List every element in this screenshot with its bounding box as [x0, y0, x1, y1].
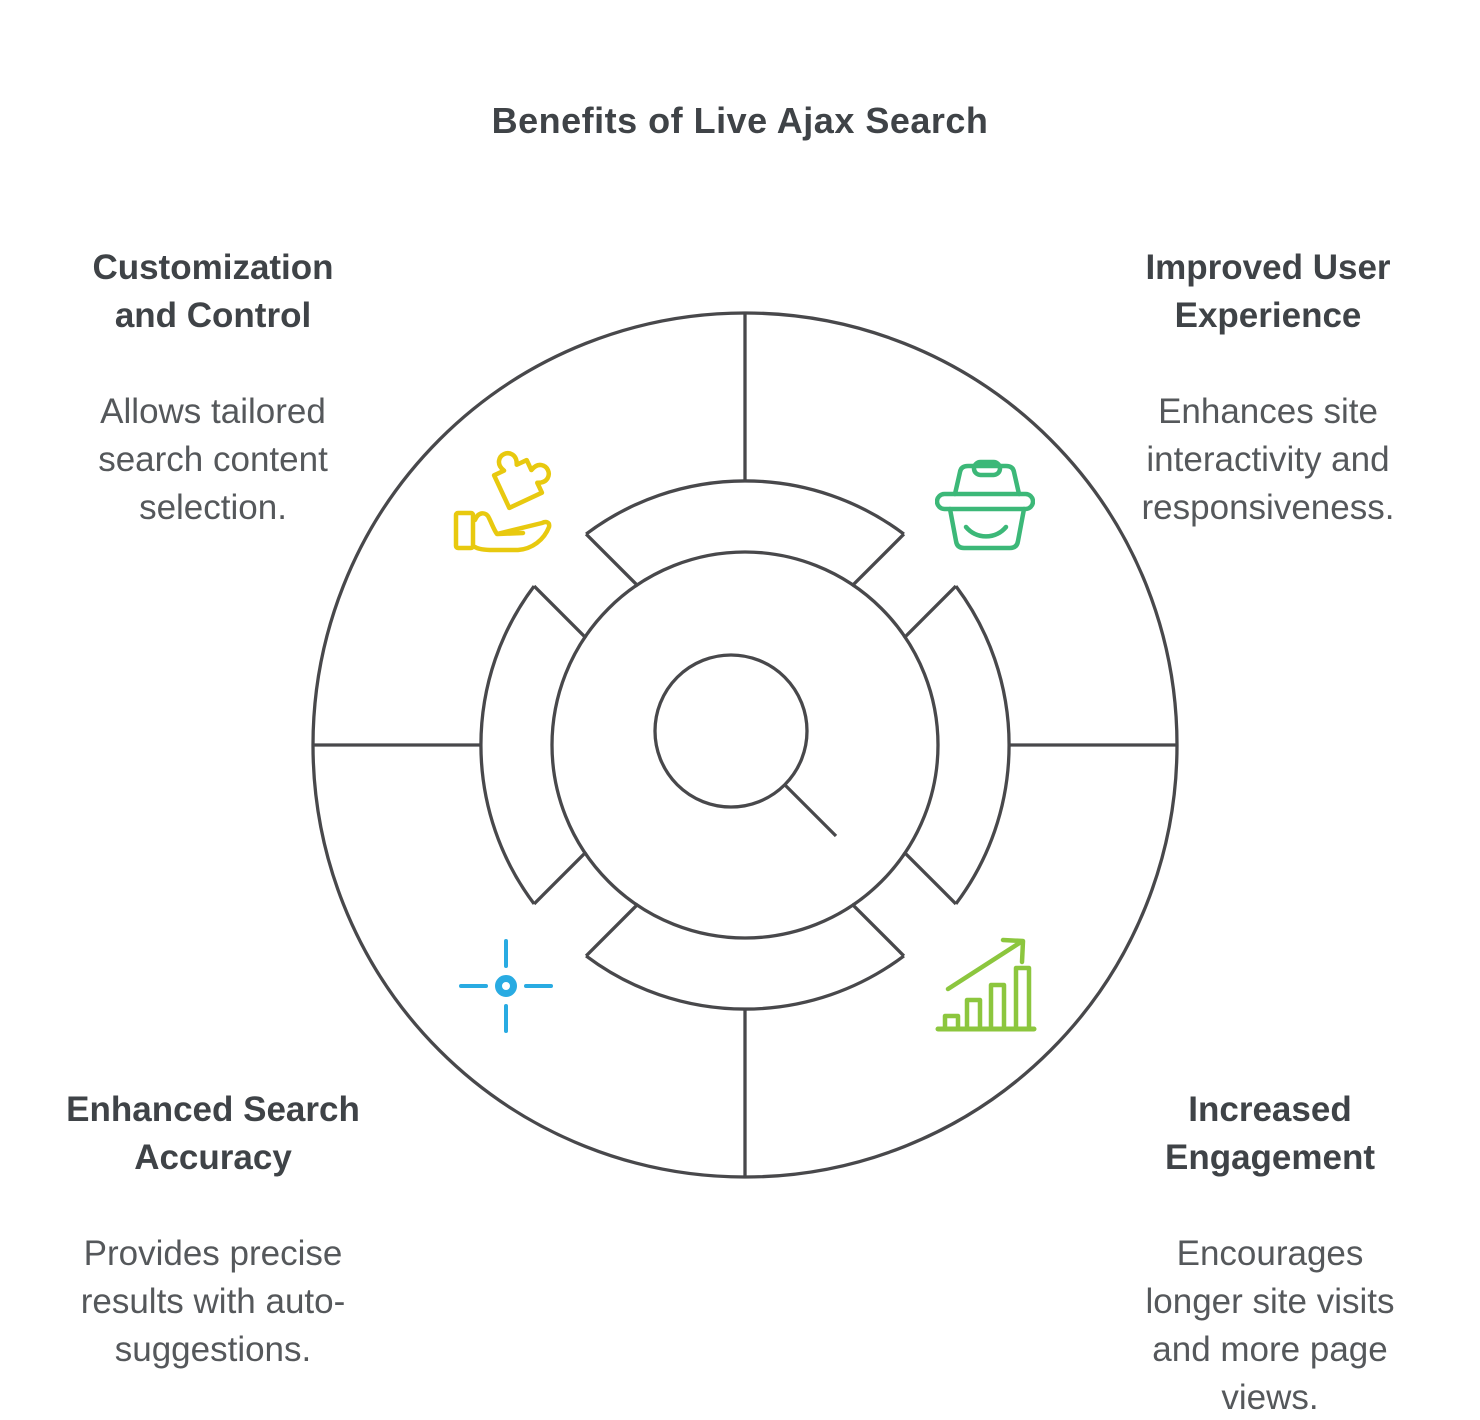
connector-line — [902, 584, 958, 640]
quadrant-label-user-experience: Improved User Experience Enhances site i… — [1088, 196, 1448, 580]
mid-ring-arc-right — [954, 585, 1011, 905]
connector-line — [584, 532, 640, 588]
page-title: Benefits of Live Ajax Search — [491, 100, 989, 141]
basket-eye-left — [965, 515, 972, 522]
chart-bar-2 — [964, 997, 983, 1032]
chart-arrowhead — [1000, 937, 1026, 965]
chart-bar-3 — [988, 982, 1007, 1032]
crosshair-center-ring — [495, 975, 517, 997]
basket-brim — [935, 491, 1035, 512]
connector-line — [532, 850, 588, 906]
chart-trend-arrow — [945, 939, 1024, 992]
crosshair-target-icon — [459, 939, 553, 1033]
inner-circle — [550, 550, 940, 940]
hand-outline — [472, 511, 552, 553]
connector-line — [850, 532, 906, 588]
connector-line — [850, 902, 906, 958]
quadrant-label-search-accuracy: Enhanced Search Accuracy Provides precis… — [33, 1038, 393, 1420]
mid-ring-arc-left — [479, 585, 536, 905]
chart-bar-4 — [1013, 965, 1032, 1032]
quadrant-description: Provides precise results with auto- sugg… — [80, 1234, 346, 1369]
quadrant-heading: Improved User Experience — [1145, 248, 1391, 335]
mid-ring-arc-top — [585, 479, 905, 536]
quadrant-label-customization: Customization and Control Allows tailore… — [33, 196, 393, 580]
magnifier-lens — [653, 653, 809, 809]
quadrant-heading: Customization and Control — [92, 248, 334, 335]
basket-lid — [952, 463, 1022, 497]
quadrant-description: Encourages longer site visits and more p… — [1145, 1234, 1395, 1417]
puzzle-piece — [491, 451, 551, 511]
palm-fold-line — [495, 530, 526, 537]
basket-body — [947, 506, 1027, 551]
connector-line — [902, 850, 958, 906]
quadrant-heading: Enhanced Search Accuracy — [66, 1090, 360, 1177]
hand-holding-puzzle-icon — [453, 451, 552, 553]
connector-line — [584, 902, 640, 958]
basket-handle — [971, 459, 1003, 478]
connector-line — [532, 584, 588, 640]
magnifier-handle — [783, 783, 838, 838]
quadrant-heading: Increased Engagement — [1164, 1090, 1376, 1177]
basket-smile — [963, 524, 1009, 539]
quadrant-description: Enhances site interactivity and responsi… — [1141, 392, 1395, 527]
mid-ring-arc-bottom — [585, 954, 905, 1011]
chart-bar-1 — [942, 1013, 961, 1032]
basket-eye-right — [1000, 515, 1007, 522]
quadrant-description: Allows tailored search content selection… — [98, 392, 328, 527]
smiling-basket-icon — [935, 459, 1035, 551]
quadrant-label-engagement: Increased Engagement Encourages longer s… — [1090, 1038, 1450, 1420]
hand-cuff — [453, 510, 476, 551]
growth-bar-chart-icon — [935, 937, 1037, 1032]
magnifying-glass-icon — [653, 653, 838, 838]
